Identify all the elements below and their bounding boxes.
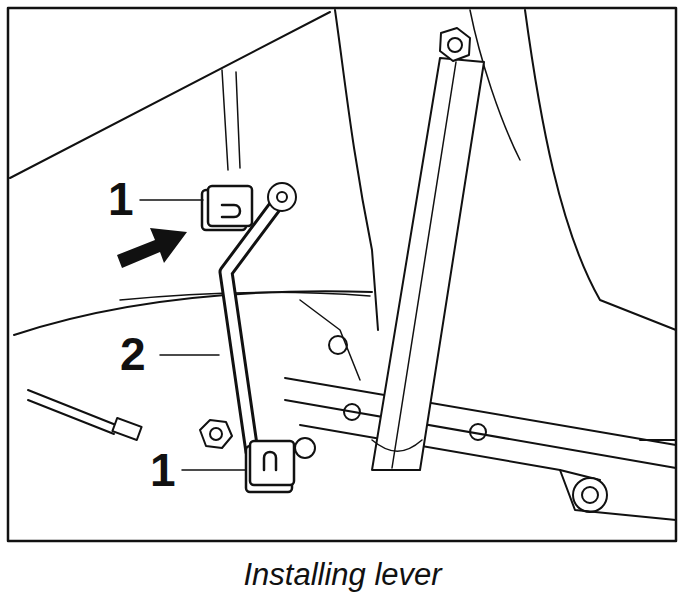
callout-number: 1 [150, 447, 176, 493]
callout-text: 1 [108, 173, 134, 225]
callout-text: 2 [120, 328, 146, 380]
callout-number: 1 [108, 176, 134, 222]
part-number: 2 [120, 331, 146, 377]
callout-text: 1 [150, 444, 176, 496]
caption: Installing lever [0, 558, 685, 592]
caption-text: Installing lever [243, 557, 441, 592]
